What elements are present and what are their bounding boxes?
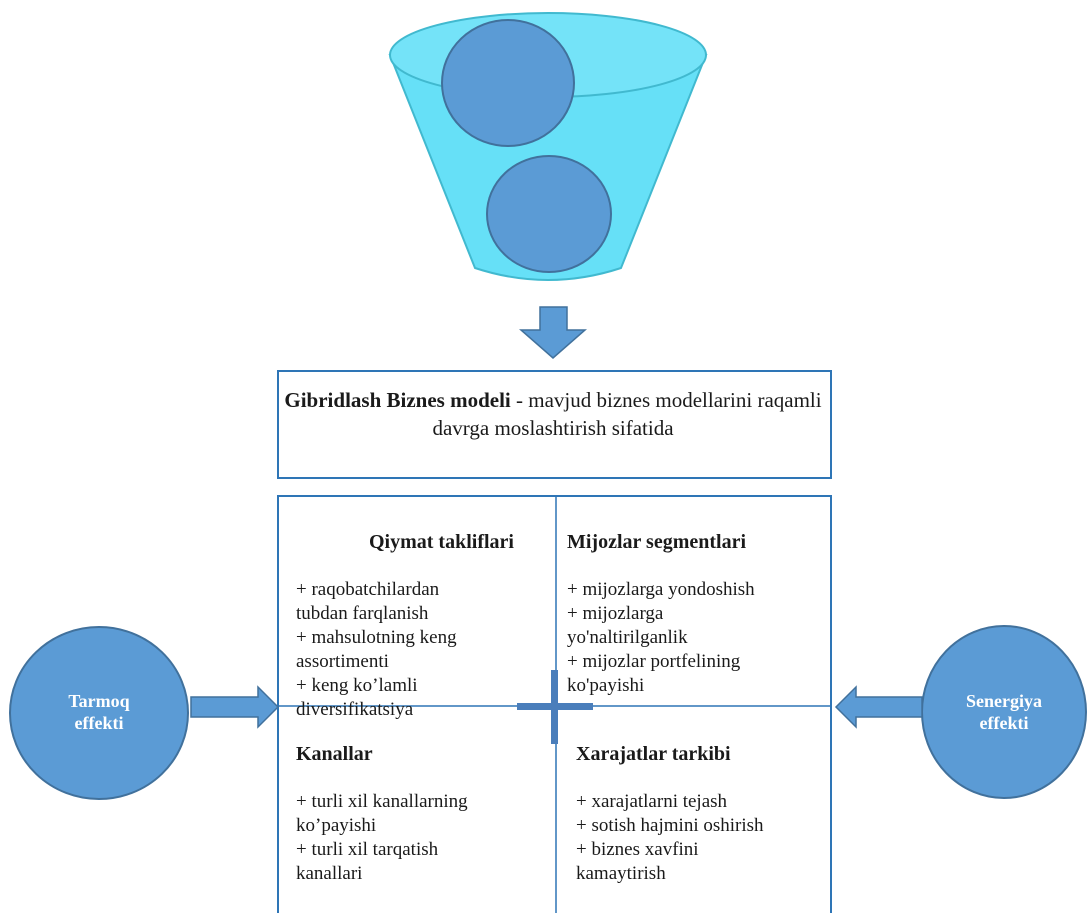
quadrant-heading: Mijozlar segmentlari [567,531,747,553]
funnel-top-circle [441,19,575,147]
quadrant-heading: Qiymat takliflari [369,531,514,553]
funnel [388,12,708,281]
model-title-bold: Gibridlash Biznes modeli [284,388,511,412]
down-arrow [519,306,587,359]
quadrant-body: + turli xil kanallarning ko’payishi + tu… [296,791,468,884]
left-effect-circle [9,626,189,800]
model-title-box [277,370,832,479]
right-arrow [834,685,923,729]
quadrant-body: + mijozlarga yondoshish + mijozlarga yo'… [567,579,755,696]
model-title: Gibridlash Biznes modeli - mavjud biznes… [282,386,824,442]
quadrant-cost-structure: Xarajatlar tarkibi + xarajatlarni tejash… [576,718,828,910]
quadrant-heading: Xarajatlar tarkibi [576,743,731,765]
quadrant-body: + xarajatlarni tejash + sotish hajmini o… [576,791,764,884]
quadrant-value-propositions: Qiymat takliflari + raqobatchilardan tub… [296,506,551,746]
funnel-bottom-circle [486,155,612,273]
quadrant-heading: Kanallar [296,743,373,765]
model-title-rest: - mavjud biznes modellarini raqamli davr… [432,388,822,440]
quadrant-channels: Kanallar + turli xil kanallarning ko’pay… [296,718,551,910]
quadrant-body: + raqobatchilardan tubdan farqlanish + m… [296,579,457,720]
quadrant-customer-segments: Mijozlar segmentlari + mijozlarga yondos… [567,506,829,722]
center-cross [517,670,593,744]
left-arrow [190,685,280,729]
left-circle-label: Tarmoq effekti [68,691,130,733]
right-circle-label: Senergiya effekti [966,691,1042,733]
